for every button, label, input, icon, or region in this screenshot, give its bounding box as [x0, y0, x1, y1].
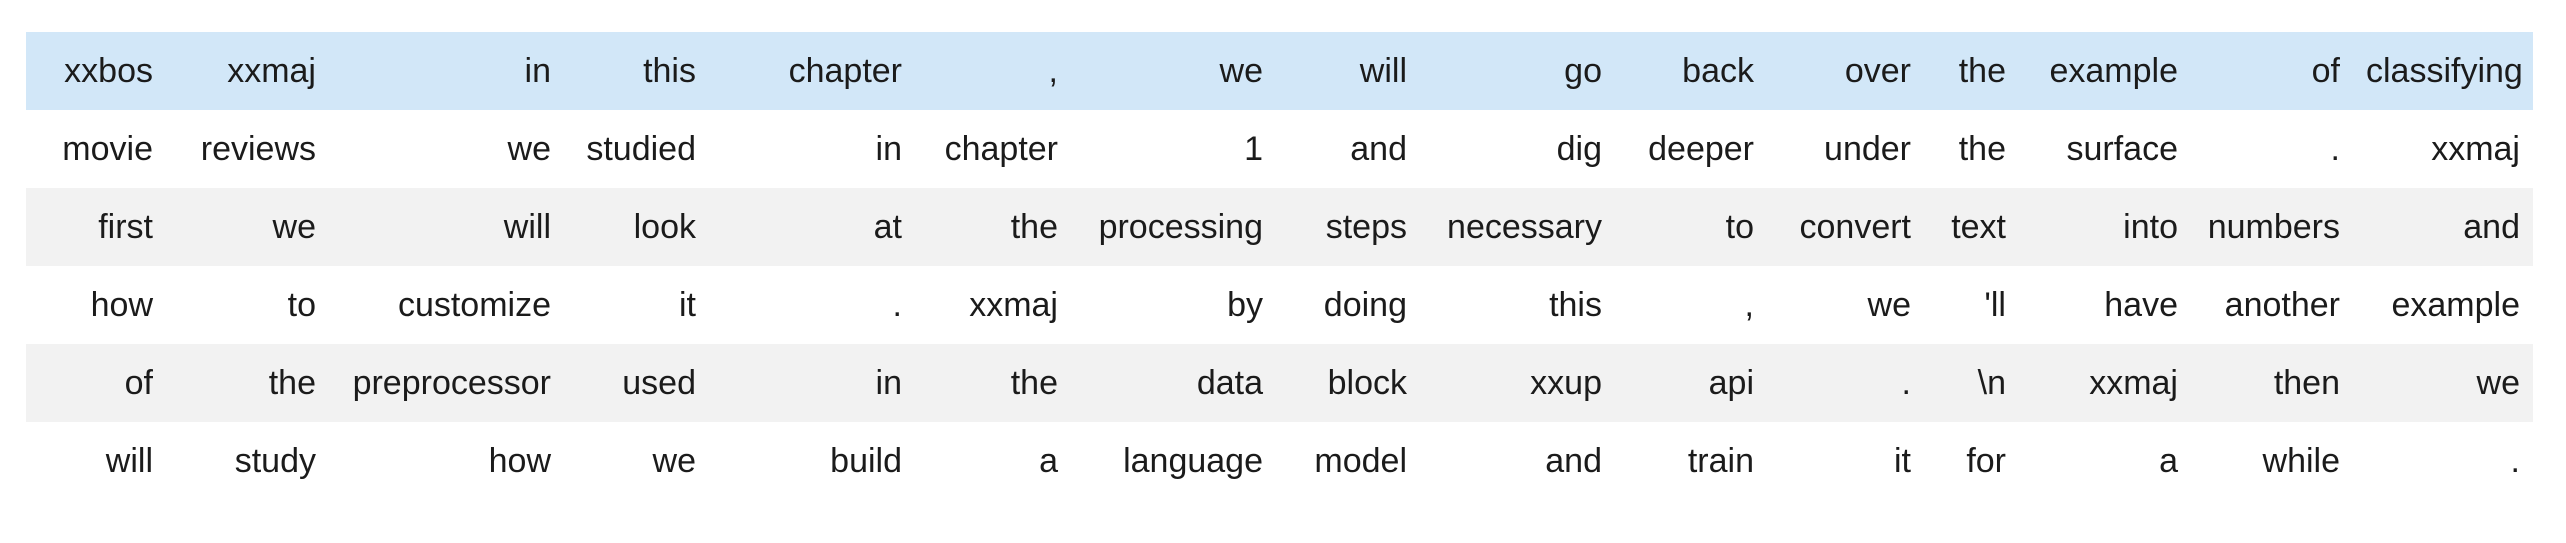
token-cell: \n	[1977, 364, 2006, 402]
token-cell: surface	[2066, 130, 2179, 168]
token-cell: it	[1894, 442, 1911, 480]
token-cell: numbers	[2207, 208, 2340, 246]
token-cell: have	[2104, 286, 2178, 324]
token-cell: data	[1196, 364, 1263, 402]
token-cell: api	[1708, 364, 1754, 402]
token-row: how to customize it. xxmaj by doing this, we 'll h…	[26, 266, 2533, 344]
token-cell: xxmaj	[2089, 364, 2178, 402]
token-cell: in	[875, 364, 902, 402]
token-cell: deeper	[1648, 130, 1754, 168]
token-cell: we	[1867, 286, 1911, 324]
token-cell: in	[875, 130, 902, 168]
token-cell: xxmaj	[2431, 130, 2520, 168]
token-cell: used	[622, 364, 696, 402]
token-cell: necessary	[1447, 208, 1602, 246]
token-cell: back	[1682, 52, 1754, 90]
token-cell: movie	[62, 130, 153, 168]
token-cell: language	[1123, 442, 1263, 480]
token-row: of the preprocessor used in the data block xxup a…	[26, 344, 2533, 422]
token-cell: text	[1951, 208, 2006, 246]
token-cell: a	[2159, 442, 2178, 480]
token-cell: dig	[1556, 130, 1602, 168]
token-cell: the	[268, 364, 316, 402]
token-cell: while	[2262, 442, 2340, 480]
token-row: will study how we build a language model and trai…	[26, 422, 2533, 500]
token-cell: build	[830, 442, 902, 480]
token-cell: and	[1350, 130, 1407, 168]
token-row: movie reviews we studied in chapter 1 and dig dee…	[26, 110, 2533, 188]
token-table-body: xxbos xxmaj in this chapter, we will go back over…	[26, 32, 2533, 500]
token-cell: reviews	[200, 130, 316, 168]
token-cell: .	[892, 286, 902, 324]
token-cell: .	[2330, 130, 2340, 168]
token-cell: for	[1966, 442, 2006, 480]
token-cell: by	[1227, 286, 1263, 324]
token-cell: example	[2049, 52, 2178, 90]
token-cell: the	[1010, 208, 1058, 246]
token-cell: into	[2123, 208, 2178, 246]
token-cell: .	[2510, 442, 2520, 480]
token-cell: the	[1010, 364, 1058, 402]
token-cell: how	[90, 286, 153, 324]
token-cell: xxmaj	[969, 286, 1058, 324]
token-cell: the	[1958, 130, 2006, 168]
token-cell: to	[1725, 208, 1754, 246]
token-cell: processing	[1098, 208, 1263, 246]
token-cell: example	[2391, 286, 2520, 324]
token-cell: doing	[1323, 286, 1407, 324]
token-cell: a	[1039, 442, 1058, 480]
token-cell: .	[1901, 364, 1911, 402]
token-cell: classifying	[2366, 52, 2523, 90]
token-cell: this	[1549, 286, 1602, 324]
token-cell: will	[503, 208, 551, 246]
token-cell: will	[105, 442, 153, 480]
tokenized-text-table: xxbos xxmaj in this chapter, we will go back over…	[26, 32, 2533, 500]
token-cell: block	[1327, 364, 1407, 402]
token-cell: to	[287, 286, 316, 324]
token-cell: will	[1359, 52, 1407, 90]
token-cell: another	[2224, 286, 2340, 324]
token-cell: we	[652, 442, 696, 480]
token-cell: we	[1219, 52, 1263, 90]
token-cell: xxmaj	[227, 52, 316, 90]
token-cell: studied	[586, 130, 696, 168]
token-cell: and	[1545, 442, 1602, 480]
token-cell: at	[873, 208, 902, 246]
token-cell: go	[1564, 52, 1602, 90]
token-cell: of	[2311, 52, 2340, 90]
token-row: xxbos xxmaj in this chapter, we will go back over…	[26, 32, 2533, 110]
token-cell: we	[2476, 364, 2520, 402]
token-cell: and	[2463, 208, 2520, 246]
token-cell: look	[633, 208, 696, 246]
token-cell: we	[507, 130, 551, 168]
token-cell: customize	[397, 286, 551, 324]
token-cell: 1	[1244, 130, 1263, 168]
token-cell: this	[643, 52, 696, 90]
token-cell: convert	[1799, 208, 1912, 246]
token-cell: train	[1687, 442, 1754, 480]
token-cell: over	[1844, 52, 1911, 90]
token-cell: model	[1314, 442, 1407, 480]
token-cell: we	[272, 208, 316, 246]
token-cell: xxbos	[64, 52, 153, 90]
token-cell: preprocessor	[352, 364, 551, 402]
token-cell: study	[234, 442, 316, 480]
token-cell: in	[524, 52, 551, 90]
token-cell: chapter	[788, 52, 902, 90]
token-cell: the	[1958, 52, 2006, 90]
token-cell: first	[98, 208, 153, 246]
token-cell: 'll	[1984, 286, 2006, 324]
token-cell: ,	[1744, 286, 1754, 324]
token-cell: how	[488, 442, 551, 480]
token-cell: steps	[1325, 208, 1407, 246]
token-cell: ,	[1048, 52, 1058, 90]
token-cell: it	[679, 286, 696, 324]
token-cell: of	[124, 364, 153, 402]
token-row: first we will look at the processing steps neces…	[26, 188, 2533, 266]
token-cell: under	[1824, 130, 1911, 168]
token-cell: chapter	[944, 130, 1058, 168]
token-cell: then	[2273, 364, 2340, 402]
token-cell: xxup	[1530, 364, 1602, 402]
